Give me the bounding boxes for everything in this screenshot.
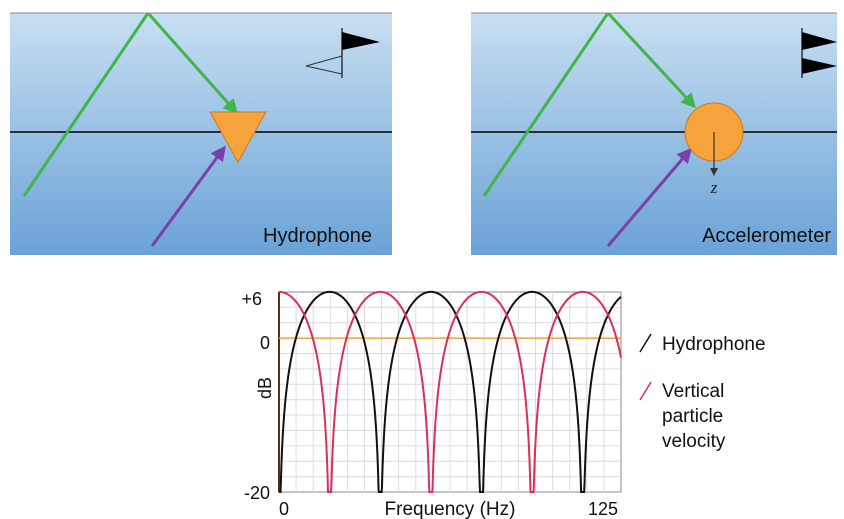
hydrophone-response-curve [279, 290, 622, 493]
positive-polarity-flag-icon [342, 32, 380, 50]
x-axis-title: Frequency (Hz) [385, 499, 516, 519]
positive-polarity-flag-icon [802, 32, 837, 50]
accelerometer-label: Accelerometer [702, 225, 831, 247]
y-tick-label: -20 [244, 483, 270, 503]
legend-label-velocity-line2: particle [662, 406, 723, 427]
legend-swatch-velocity [639, 381, 652, 401]
hydrophone-sensor-icon [209, 111, 267, 164]
hydrophone-panel: Hydrophone [10, 12, 392, 255]
grid [279, 292, 621, 492]
negative-polarity-flag-icon [305, 55, 343, 75]
upgoing-ray [150, 145, 226, 247]
surface-ghost-ray [482, 13, 697, 197]
legend-label-velocity-line1: Vertical [662, 381, 724, 402]
y-tick-label: +6 [241, 289, 262, 309]
water-column [471, 13, 837, 255]
water-column [10, 13, 392, 255]
response-chart: +6 0 -20 dB 0 Frequency (Hz) 125 Hydroph… [241, 289, 765, 519]
x-tick-label: 125 [588, 499, 618, 519]
legend-label-hydrophone: Hydrophone [662, 334, 766, 355]
z-axis-label: z [710, 178, 718, 197]
y-axis-title: dB [255, 377, 275, 399]
legend-label-velocity-line3: velocity [662, 431, 726, 452]
velocity-response-curve [278, 290, 622, 493]
surface-ghost-ray [22, 13, 238, 197]
hydrophone-label: Hydrophone [263, 225, 372, 247]
positive-polarity-flag-icon [802, 58, 837, 74]
upgoing-ray [606, 147, 692, 247]
legend-swatch-hydrophone [639, 333, 652, 353]
z-axis-arrowhead-icon [710, 168, 718, 176]
accelerometer-panel: z Accelerometer [471, 12, 837, 255]
y-tick-label: 0 [260, 333, 270, 353]
x-tick-label: 0 [279, 499, 289, 519]
